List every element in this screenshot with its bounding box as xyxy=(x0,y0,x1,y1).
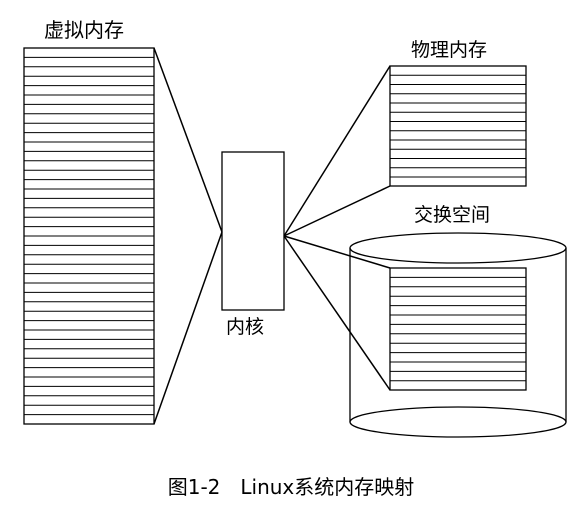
connector-line xyxy=(153,47,223,233)
connector-line xyxy=(283,235,391,391)
swap-memory-rows xyxy=(390,276,526,382)
kernel-block xyxy=(221,151,285,311)
swap-memory-block xyxy=(389,267,527,391)
swap-space-label: 交换空间 xyxy=(414,204,490,226)
figure-caption: 图1-2 Linux系统内存映射 xyxy=(168,475,415,499)
connector-line xyxy=(153,231,223,425)
connector-line xyxy=(283,65,391,237)
virtual-memory-label: 虚拟内存 xyxy=(44,18,124,42)
virtual-memory-block xyxy=(23,47,155,425)
vm-to-kernel-connectors xyxy=(153,47,223,425)
swap-space-cylinder xyxy=(349,232,567,438)
physical-memory-rows xyxy=(390,74,526,178)
connector-line xyxy=(283,235,391,269)
physical-memory-label: 物理内存 xyxy=(411,39,487,61)
kernel-label: 内核 xyxy=(226,316,264,338)
physical-memory-block xyxy=(389,65,527,187)
kernel-to-memory-connectors xyxy=(283,65,391,391)
connector-line xyxy=(283,185,391,237)
virtual-memory-rows xyxy=(24,56,154,416)
cylinder-bottom xyxy=(349,406,567,438)
swap-memory-outline xyxy=(389,267,527,391)
physical-memory-outline xyxy=(389,65,527,187)
cylinder-top xyxy=(349,232,567,264)
